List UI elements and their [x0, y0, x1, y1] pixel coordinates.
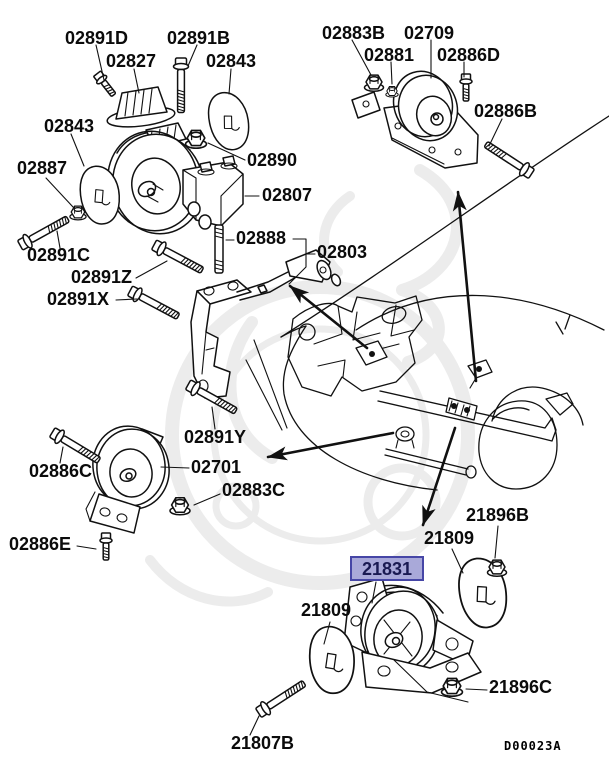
highlighted-part-label-21831[interactable]: 21831 [350, 556, 424, 581]
watermark-graphic [145, 164, 475, 607]
arrow-to-mount-02709 [452, 190, 478, 383]
part-label-02887[interactable]: 02887 [17, 158, 68, 178]
part-label-21809-right[interactable]: 21809 [424, 528, 475, 548]
part-label-02803[interactable]: 02803 [317, 242, 368, 262]
part-label-02886D[interactable]: 02886D [437, 45, 501, 65]
arrow-to-mount-02701 [266, 431, 395, 461]
bolt-21807B [253, 676, 309, 720]
part-drawing-02709 [351, 70, 479, 169]
diagram-code: D00023A [504, 739, 562, 753]
part-label-02891D[interactable]: 02891D [65, 28, 129, 48]
part-label-02891Z[interactable]: 02891Z [71, 267, 133, 287]
bolt-02891X [125, 283, 183, 324]
nut-02883B [363, 74, 385, 93]
part-label-02881[interactable]: 02881 [364, 45, 415, 65]
part-label-02891Y[interactable]: 02891Y [184, 427, 247, 447]
arrow-to-mount-21831 [421, 426, 457, 527]
part-label-02883C[interactable]: 02883C [222, 480, 286, 500]
part-label-02843-right[interactable]: 02843 [206, 51, 257, 71]
part-label-21896B[interactable]: 21896B [466, 505, 530, 525]
part-label-02886C[interactable]: 02886C [29, 461, 93, 481]
part-drawing-02807-assembly [106, 86, 244, 235]
part-label-02890[interactable]: 02890 [247, 150, 298, 170]
part-label-21807B[interactable]: 21807B [231, 733, 295, 753]
part-label-02891B[interactable]: 02891B [167, 28, 231, 48]
stud-02888 [214, 224, 224, 274]
part-label-02843-left[interactable]: 02843 [44, 116, 95, 136]
part-drawing-02701 [85, 425, 170, 534]
insulator-02827 [115, 86, 168, 120]
location-arrows [266, 190, 478, 527]
part-label-02891X[interactable]: 02891X [47, 289, 110, 309]
part-label-02891C[interactable]: 02891C [27, 245, 91, 265]
part-label-02807[interactable]: 02807 [262, 185, 313, 205]
bolt-02891Z [149, 237, 207, 278]
part-drawing-02803 [190, 249, 342, 431]
part-label-21896C[interactable]: 21896C [489, 677, 553, 697]
part-label-02709[interactable]: 02709 [404, 23, 455, 43]
bolt-02891B [172, 57, 190, 114]
part-label-21809-left[interactable]: 21809 [301, 600, 352, 620]
vehicle-sketch [280, 115, 609, 491]
part-label-02886B[interactable]: 02886B [474, 101, 538, 121]
bolt-02886E [99, 532, 113, 561]
part-label-02886E[interactable]: 02886E [9, 534, 72, 554]
part-label-02827[interactable]: 02827 [106, 51, 157, 71]
part-label-02701[interactable]: 02701 [191, 457, 242, 477]
part-label-02883B[interactable]: 02883B [322, 23, 386, 43]
bolt-02891D [91, 69, 120, 100]
nut-02890 [184, 129, 208, 150]
arrow-to-bracket-02803 [288, 284, 369, 350]
bolt-02886D [459, 73, 473, 102]
leader-lines [45, 39, 503, 736]
part-label-02888[interactable]: 02888 [236, 228, 287, 248]
